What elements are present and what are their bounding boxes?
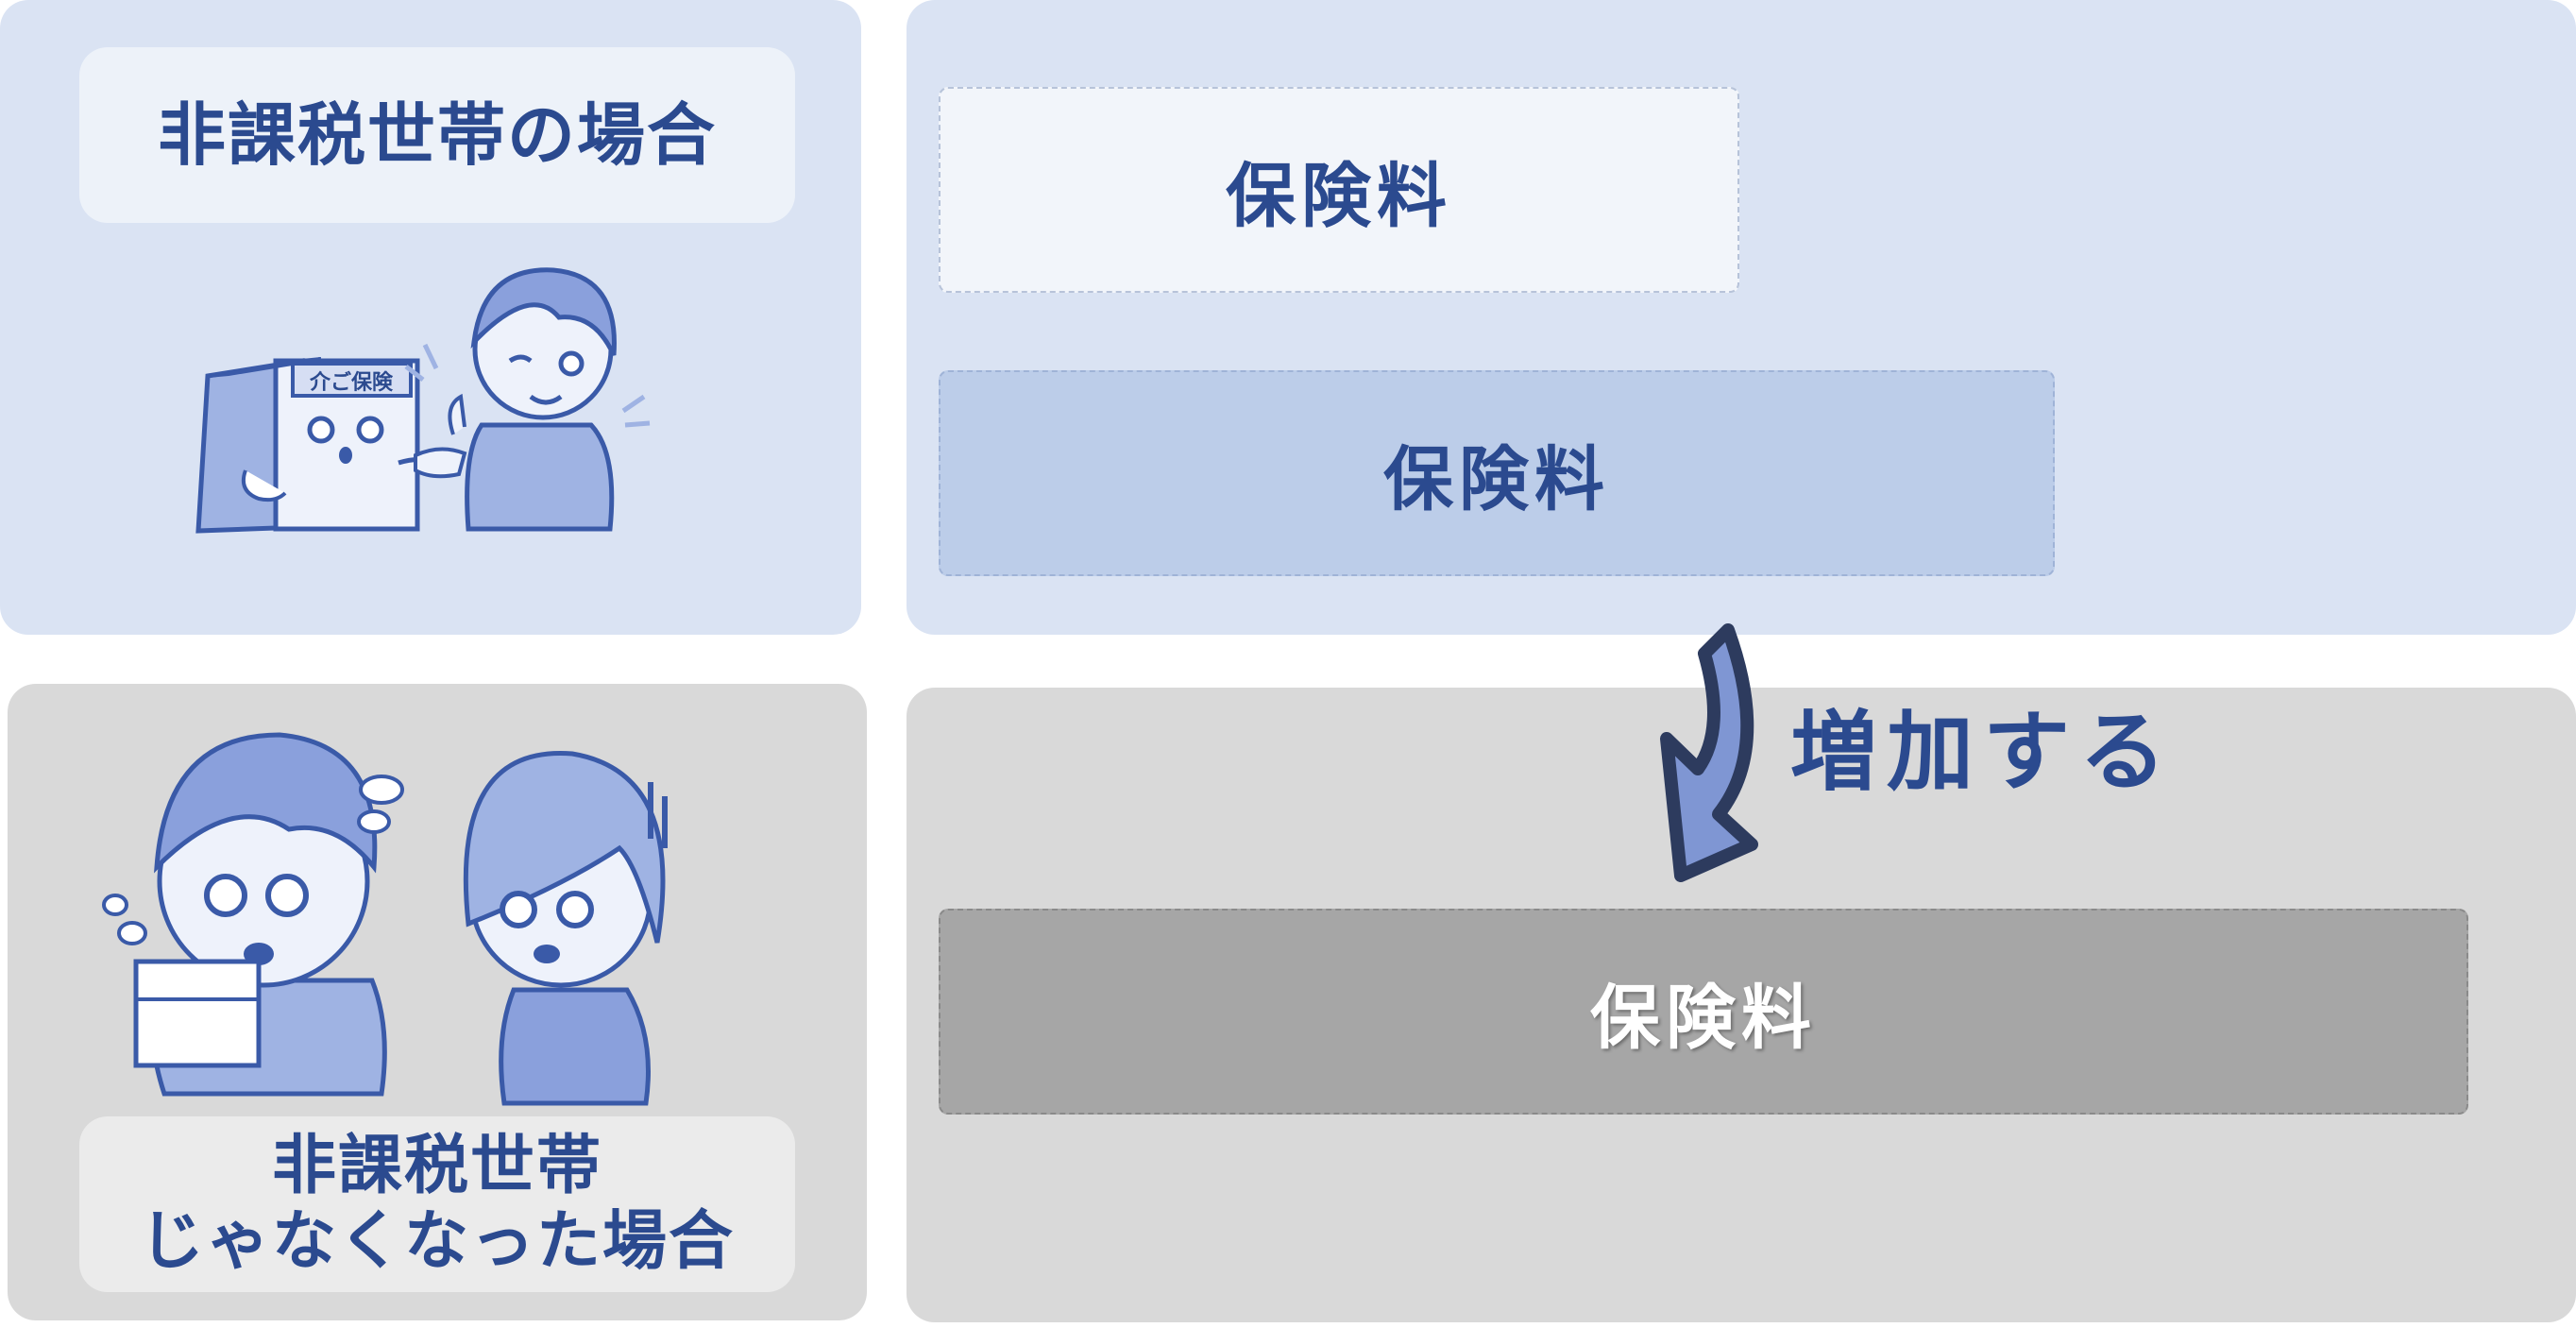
insurance-premium-bar-3: 保険料 [939, 909, 2468, 1115]
worried-man-icon [102, 732, 404, 1097]
worried-couple-illustration [102, 732, 668, 1106]
insurance-box-sign: 介ご保険 [309, 370, 394, 395]
label-no-longer-non-taxable: 非課税世帯 じゃなくなった場合 [79, 1116, 795, 1292]
label-non-taxable-household: 非課税世帯の場合 [79, 47, 795, 223]
down-arrow-icon [1660, 623, 1758, 882]
insurance-premium-bar-2: 保険料 [939, 370, 2055, 576]
worried-woman-icon [463, 751, 668, 1106]
man-thumbs-up-icon [404, 267, 651, 532]
happy-man-with-insurance-box-illustration: 介ご保険 [195, 267, 651, 534]
increase-label: 増加する [1790, 702, 2177, 803]
insurance-premium-bar-1: 保険料 [939, 87, 1739, 293]
insurance-box-icon [195, 357, 440, 534]
